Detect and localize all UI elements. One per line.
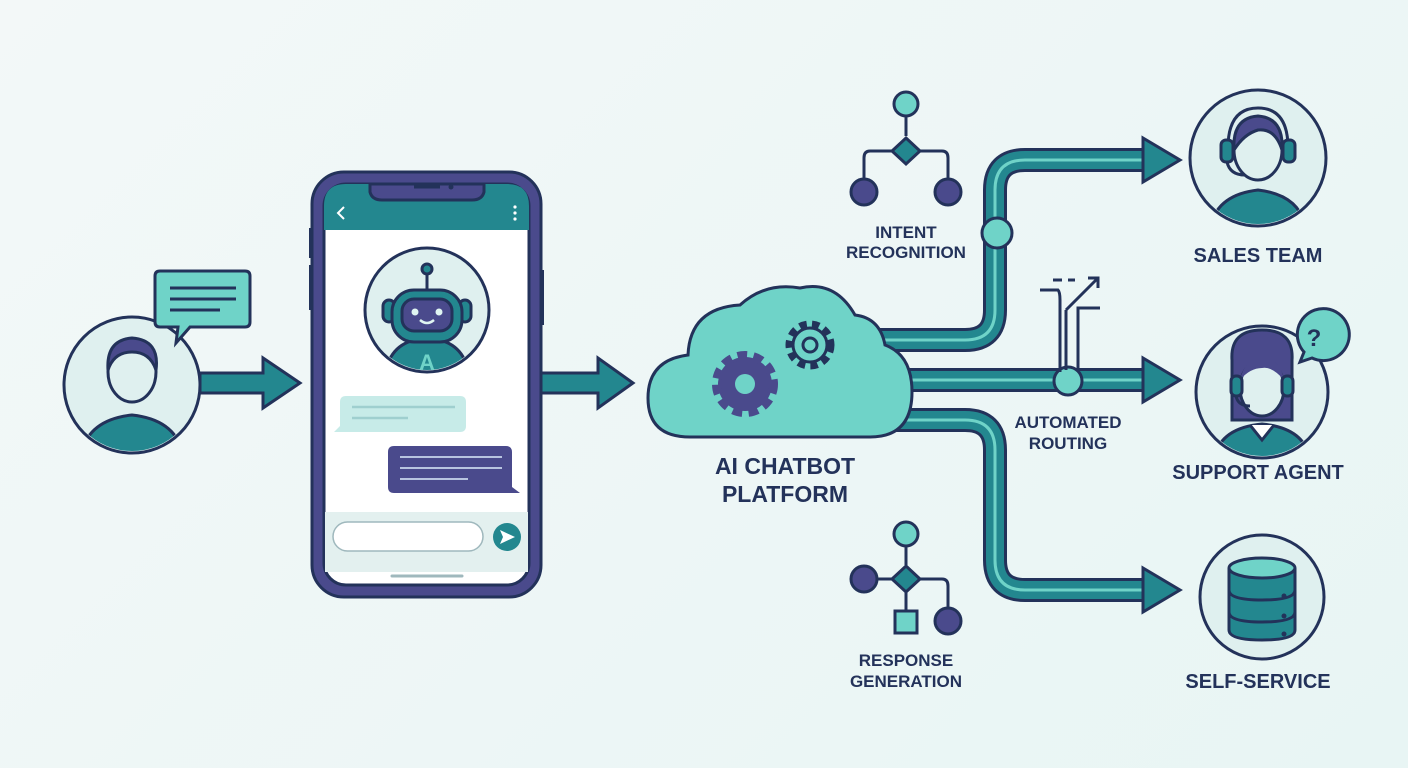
response-label-line1: RESPONSE [859,651,953,670]
routing-label-line1: AUTOMATED [1014,413,1121,432]
send-button[interactable] [493,523,521,551]
database-icon [1227,556,1297,642]
pipe-node [1052,365,1084,397]
sales-team-node [1188,88,1328,228]
routing-label-line2: ROUTING [1029,434,1107,453]
routing-pipes [880,135,1183,615]
arrow-phone-to-platform [539,355,636,411]
user-node [62,269,252,455]
support-agent-label: SUPPORT AGENT [1172,462,1344,484]
arrow-to-self-service [1141,565,1183,615]
platform-label-line2: PLATFORM [722,481,848,507]
bot-avatar: A [363,246,491,375]
bot-message-bubble [334,396,466,432]
support-agent-icon [1212,328,1312,456]
arrow-to-sales [1141,135,1183,185]
response-label-line2: GENERATION [850,672,962,691]
ai-platform-cloud [646,285,914,439]
routing-icon [1040,276,1100,372]
svg-text:A: A [419,350,435,375]
intent-flowchart-icon [849,90,963,207]
self-service-node [1198,533,1326,661]
pipe-node [980,216,1014,250]
sales-team-label: SALES TEAM [1194,245,1323,267]
question-bubble-icon: ? [1295,307,1351,365]
arrow-to-support [1141,355,1183,405]
support-agent-node: ? [1194,307,1351,460]
gear-icon [785,320,835,370]
chat-bubble-icon [153,269,252,348]
message-input[interactable] [332,521,484,552]
back-icon[interactable] [336,206,345,220]
more-menu-icon[interactable] [513,205,517,221]
intent-label-line2: RECOGNITION [846,243,966,262]
platform-label-line1: AI CHATBOT [715,453,855,479]
arrow-user-to-phone [198,355,303,411]
self-service-label: SELF-SERVICE [1185,671,1330,693]
intent-label-line1: INTENT [875,223,937,242]
response-flowchart-icon [849,520,963,636]
svg-text:?: ? [1307,325,1322,352]
smartphone: A [309,170,544,599]
user-message-bubble [388,446,520,493]
send-icon [500,530,515,544]
gear-icon [712,351,778,417]
